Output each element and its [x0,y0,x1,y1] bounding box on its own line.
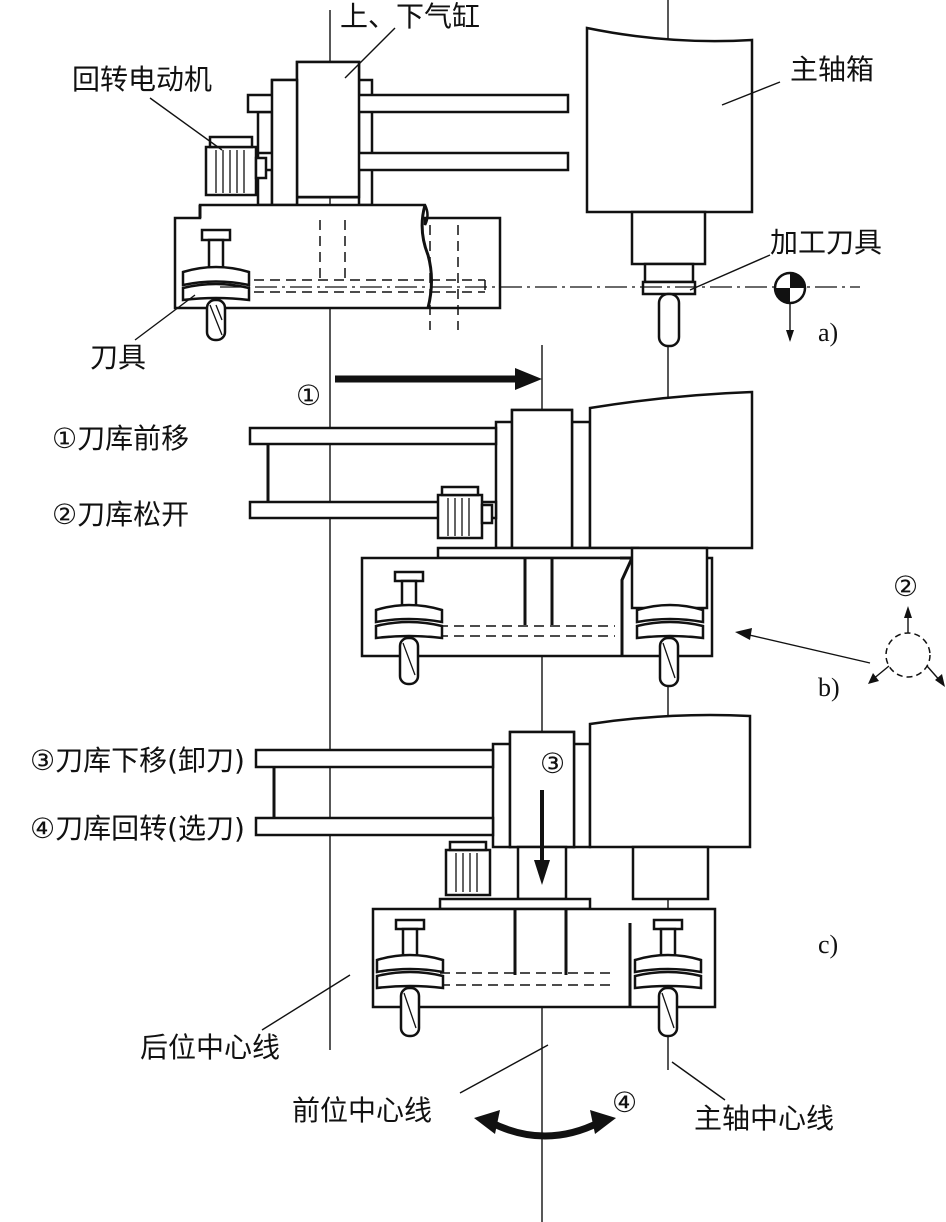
spindle-box-a [585,26,754,214]
rotation-direction-icon [868,606,945,687]
label-rear-centerline: 后位中心线 [140,1031,280,1064]
spindle-box-b [588,390,754,550]
tool-magazine-plate-a [173,203,502,310]
marker-1: ① [296,379,321,412]
label-tool: 刀具 [90,341,146,374]
motor-b [436,493,484,540]
spindle-tool-c [633,918,703,1038]
magazine-tool-b [374,570,444,686]
rotary-motor [204,145,258,197]
step-2-label: ②刀库松开 [52,498,189,531]
label-front-centerline: 前位中心线 [292,1094,432,1127]
spindle-box-c [588,713,752,849]
view-a [173,26,860,348]
step-3-label: ③刀库下移(卸刀) [30,744,245,777]
label-cylinder: 上、下气缸 [340,0,480,33]
marker-3: ③ [540,747,565,780]
spindle-tool-b [635,603,705,688]
label-view-b: b) [818,673,840,702]
step-4-label: ④刀库回转(选刀) [30,812,245,845]
motor-c [444,848,492,897]
view-c [254,713,752,1140]
label-view-a: a) [818,318,838,347]
magazine-tool-a [181,228,251,342]
marker-2: ② [893,570,918,603]
label-rotary-motor: 回转电动机 [72,63,212,96]
marker-4: ④ [612,1086,637,1119]
magazine-tool-c [375,918,445,1038]
label-spindle-box: 主轴箱 [790,53,874,86]
rod-lower-c [254,816,495,837]
label-view-c: c) [818,930,838,959]
step-1-label: ①刀库前移 [52,422,189,455]
reference-marker-icon [773,271,807,342]
rod-lower-b [248,500,498,520]
rod-upper-c [254,748,495,769]
view-b [248,390,945,688]
arrow-rotate [488,1118,602,1140]
label-machining-tool: 加工刀具 [770,226,882,259]
label-spindle-centerline: 主轴中心线 [694,1102,834,1135]
rod-upper-b [248,426,498,446]
